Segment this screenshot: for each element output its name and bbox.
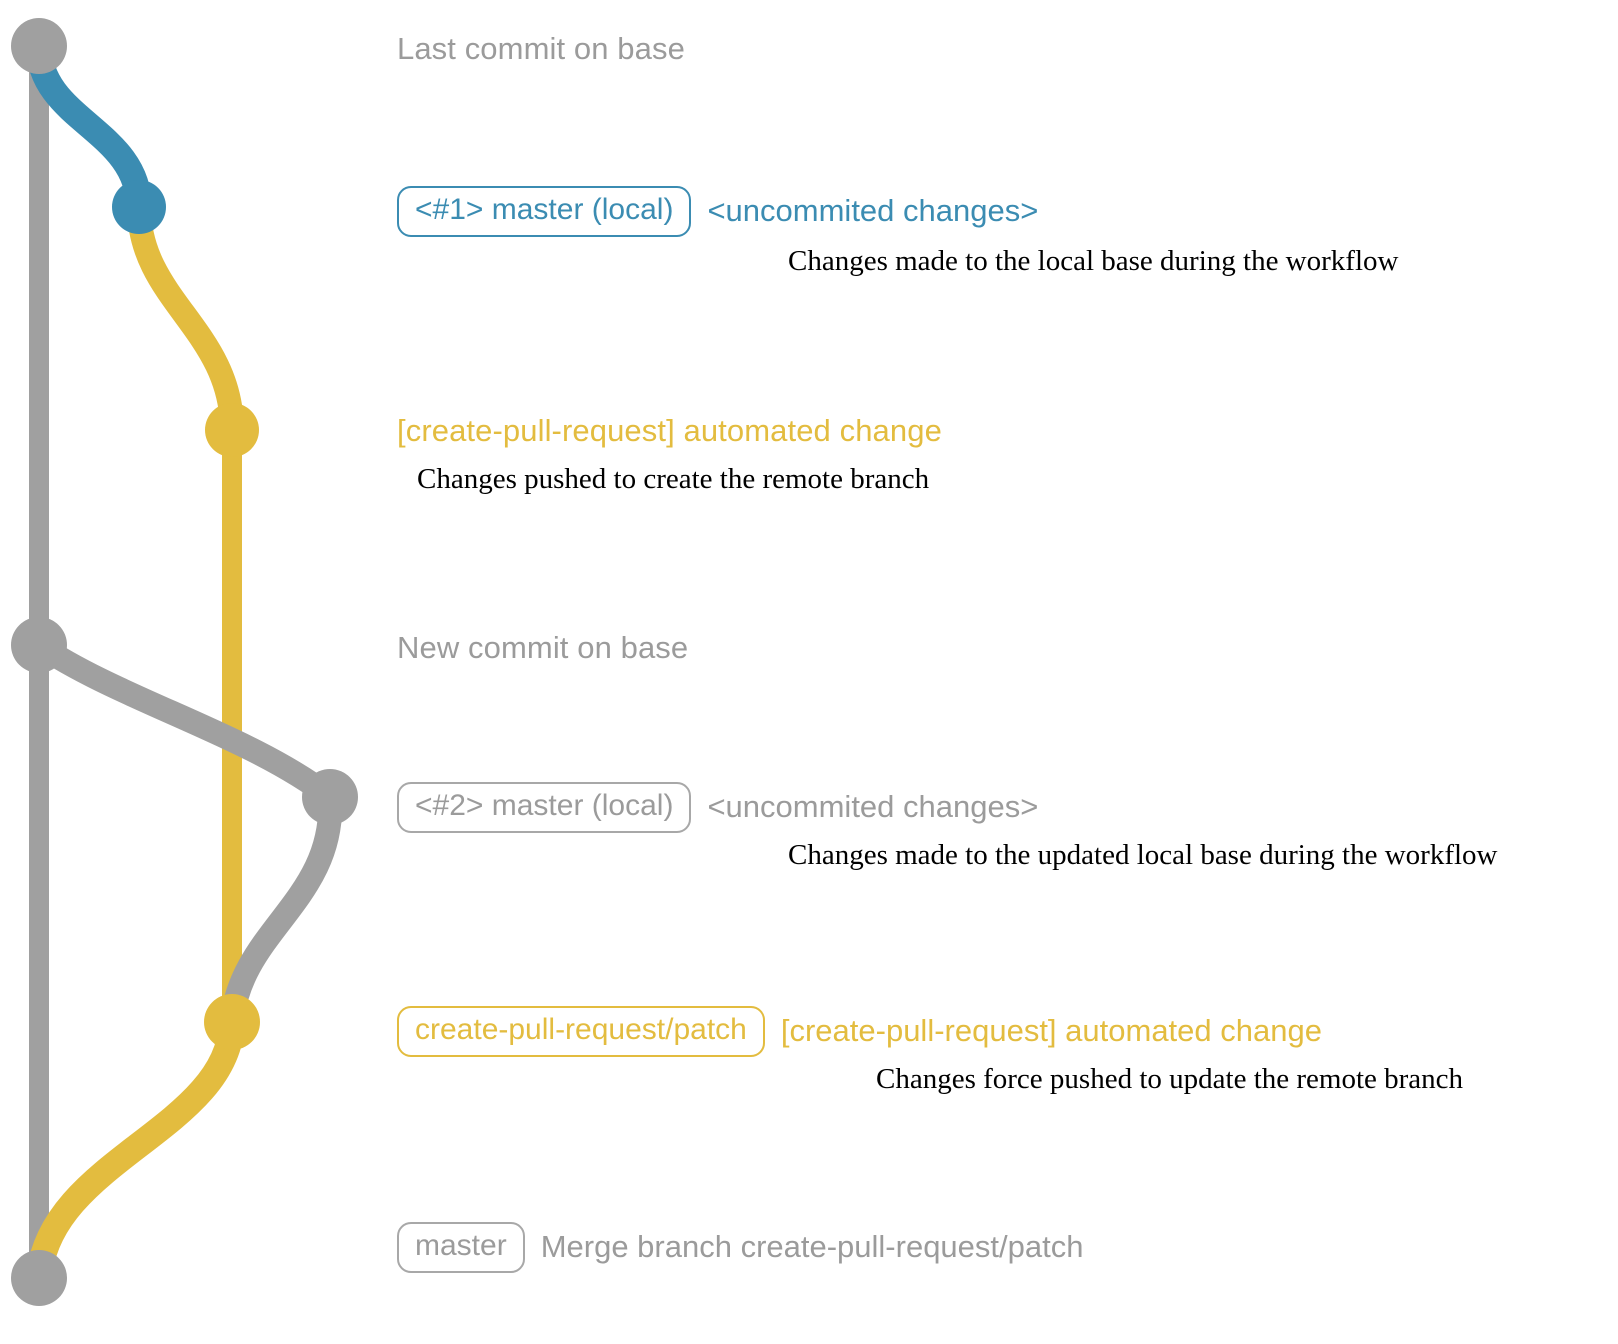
commit-description-automated-change-2: Changes force pushed to update the remot… bbox=[876, 1063, 1464, 1095]
row-automated-change-1: [create-pull-request] automated change bbox=[397, 413, 942, 449]
commit-node-merge bbox=[11, 1250, 67, 1306]
commit-description-automated-change-1: Changes pushed to create the remote bran… bbox=[417, 463, 930, 495]
commit-node-patch-1 bbox=[205, 403, 259, 457]
row-merge-commit: master Merge branch create-pull-request/… bbox=[397, 1222, 1083, 1273]
branch-badge-master-local-2[interactable]: <#2> master (local) bbox=[397, 782, 692, 833]
commit-node-patch-2 bbox=[204, 994, 260, 1050]
branch-badge-create-pull-request-patch[interactable]: create-pull-request/patch bbox=[397, 1006, 765, 1057]
edge-local2-to-patch2 bbox=[220, 785, 343, 1034]
commit-subject-new-commit-on-base: New commit on base bbox=[397, 630, 689, 665]
commit-subject-master-local-2: <uncommited changes> bbox=[707, 789, 1039, 825]
commit-subject-merge-commit: Merge branch create-pull-request/patch bbox=[540, 1229, 1084, 1265]
row-automated-change-2: create-pull-request/patch [create-pull-r… bbox=[397, 1006, 1322, 1057]
row-new-commit-on-base: New commit on base bbox=[397, 630, 688, 666]
row-last-commit-on-base: Last commit on base bbox=[397, 31, 685, 67]
commit-node-local-2 bbox=[302, 769, 358, 825]
branch-badge-master[interactable]: master bbox=[397, 1222, 525, 1273]
commit-node-base-1 bbox=[11, 18, 67, 74]
commit-subject-master-local-1: <uncommited changes> bbox=[707, 193, 1039, 229]
edge-base2-to-local2 bbox=[27, 633, 342, 809]
commit-description-master-local-2: Changes made to the updated local base d… bbox=[788, 839, 1498, 871]
commit-node-base-2 bbox=[11, 617, 67, 673]
commit-subject-last-commit-on-base: Last commit on base bbox=[397, 31, 685, 66]
commit-subject-automated-change-2: [create-pull-request] automated change bbox=[780, 1013, 1322, 1049]
edge-base1-to-local1 bbox=[26, 33, 152, 220]
row-master-local-2: <#2> master (local) <uncommited changes> bbox=[397, 782, 1038, 833]
edge-patch2-to-merge bbox=[26, 1009, 245, 1291]
commit-subject-automated-change-1: [create-pull-request] automated change bbox=[397, 413, 942, 448]
row-master-local-1: <#1> master (local) <uncommited changes> bbox=[397, 186, 1038, 237]
commit-node-local-1 bbox=[112, 180, 166, 234]
commit-description-master-local-1: Changes made to the local base during th… bbox=[788, 245, 1399, 277]
branch-badge-master-local-1[interactable]: <#1> master (local) bbox=[397, 186, 692, 237]
edge-local1-to-patch1 bbox=[127, 195, 244, 442]
